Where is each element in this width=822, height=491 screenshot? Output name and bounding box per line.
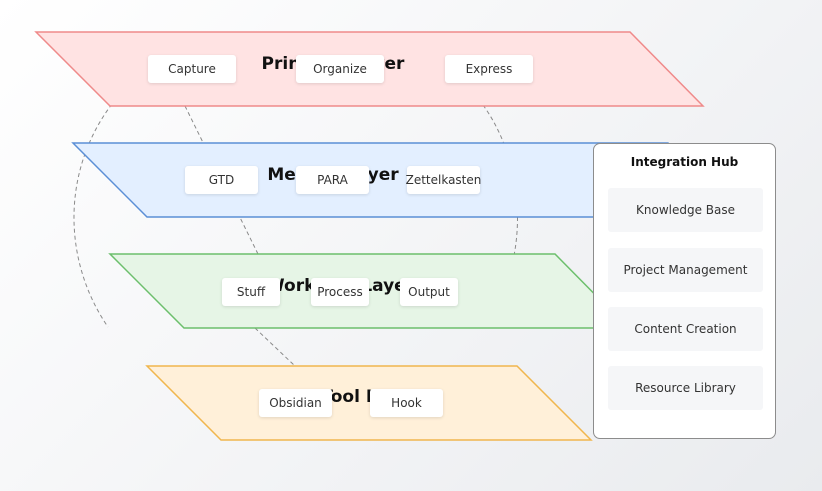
connector-left-arc — [73, 103, 113, 328]
tag-process[interactable]: Process — [311, 278, 369, 306]
hub-item-resource-library[interactable]: Resource Library — [608, 366, 763, 410]
tag-express[interactable]: Express — [445, 55, 533, 83]
tag-hook[interactable]: Hook — [370, 389, 443, 417]
tag-capture[interactable]: Capture — [148, 55, 236, 83]
layer-tool — [145, 365, 593, 441]
connector-express-to-output — [482, 104, 518, 328]
hub-item-knowledge-base[interactable]: Knowledge Base — [608, 188, 763, 232]
integration-hub-title: Integration Hub — [630, 155, 739, 169]
connector-stuff-to-obsidian — [254, 327, 296, 367]
tag-organize[interactable]: Organize — [296, 55, 384, 83]
tag-obsidian[interactable]: Obsidian — [259, 389, 332, 417]
hub-item-content-creation[interactable]: Content Creation — [608, 307, 763, 351]
tag-zettelkasten[interactable]: Zettelkasten — [406, 166, 481, 194]
tag-gtd[interactable]: GTD — [185, 166, 258, 194]
tag-para[interactable]: PARA — [296, 166, 369, 194]
tag-stuff[interactable]: Stuff — [222, 278, 280, 306]
tag-output[interactable]: Output — [400, 278, 458, 306]
hub-item-project-management[interactable]: Project Management — [608, 248, 763, 292]
connector-lines — [73, 103, 518, 367]
integration-hub-panel: Integration Hub Knowledge Base Project M… — [593, 143, 776, 439]
